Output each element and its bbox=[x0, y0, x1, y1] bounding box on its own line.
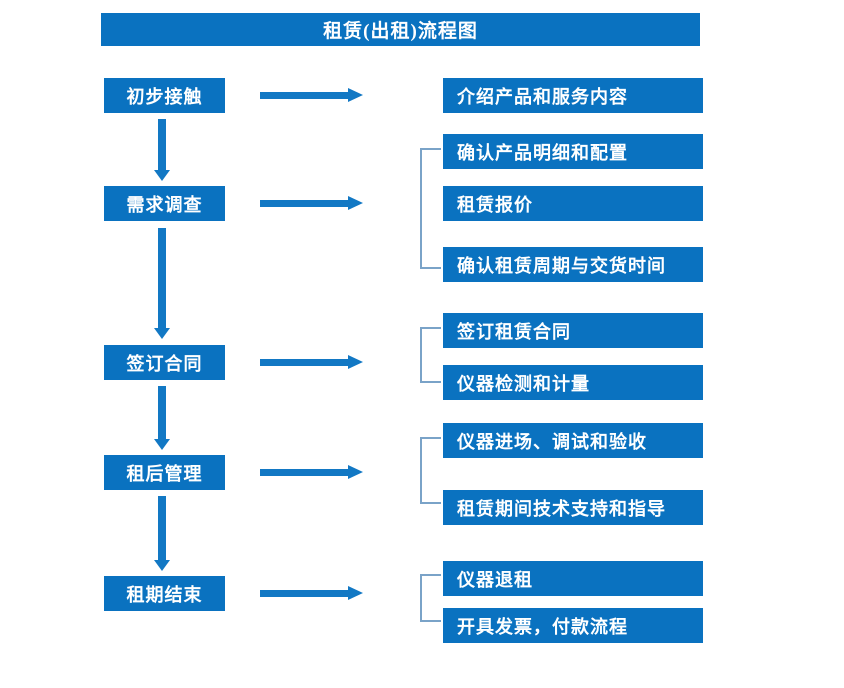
stage-node-5[interactable]: 租期结束 bbox=[104, 576, 225, 611]
arrow-head-icon bbox=[348, 465, 363, 479]
arrow-head-icon bbox=[348, 355, 363, 369]
arrow-shaft bbox=[158, 119, 166, 170]
group-bracket-2 bbox=[420, 148, 441, 269]
detail-node-2-3[interactable]: 确认租赁周期与交货时间 bbox=[443, 247, 703, 282]
detail-node-3-1[interactable]: 签订租赁合同 bbox=[443, 313, 703, 348]
detail-node-4-1[interactable]: 仪器进场、调试和验收 bbox=[443, 423, 703, 458]
arrow-shaft bbox=[260, 590, 350, 597]
flow-arrow-down-1-2 bbox=[154, 119, 170, 181]
group-bracket-3 bbox=[420, 327, 441, 383]
flow-arrow-down-2-3 bbox=[154, 228, 170, 339]
arrow-head-icon bbox=[154, 560, 170, 571]
detail-node-5-1[interactable]: 仪器退租 bbox=[443, 561, 703, 596]
arrow-head-icon bbox=[154, 328, 170, 339]
arrow-shaft bbox=[158, 496, 166, 560]
detail-node-4-2[interactable]: 租赁期间技术支持和指导 bbox=[443, 490, 703, 525]
stage-node-3[interactable]: 签订合同 bbox=[104, 345, 225, 380]
stage-node-4[interactable]: 租后管理 bbox=[104, 455, 225, 490]
arrow-shaft bbox=[260, 359, 350, 366]
arrow-shaft bbox=[260, 92, 350, 99]
diagram-title: 租赁(出租)流程图 bbox=[101, 13, 700, 46]
arrow-shaft bbox=[158, 228, 166, 328]
detail-node-1-1[interactable]: 介绍产品和服务内容 bbox=[443, 78, 703, 113]
flow-arrow-down-4-5 bbox=[154, 496, 170, 571]
detail-arrow-right-1 bbox=[260, 88, 364, 102]
stage-node-1[interactable]: 初步接触 bbox=[104, 78, 225, 113]
flow-arrow-down-3-4 bbox=[154, 386, 170, 450]
arrow-shaft bbox=[260, 200, 350, 207]
detail-arrow-right-3 bbox=[260, 355, 364, 369]
detail-node-2-2[interactable]: 租赁报价 bbox=[443, 186, 703, 221]
arrow-head-icon bbox=[154, 170, 170, 181]
arrow-shaft bbox=[158, 386, 166, 439]
detail-arrow-right-5 bbox=[260, 586, 364, 600]
detail-node-5-2[interactable]: 开具发票，付款流程 bbox=[443, 608, 703, 643]
detail-node-2-1[interactable]: 确认产品明细和配置 bbox=[443, 134, 703, 169]
detail-node-3-2[interactable]: 仪器检测和计量 bbox=[443, 365, 703, 400]
stage-node-2[interactable]: 需求调查 bbox=[104, 186, 225, 221]
arrow-shaft bbox=[260, 469, 350, 476]
group-bracket-4 bbox=[420, 437, 441, 504]
detail-arrow-right-2 bbox=[260, 196, 364, 210]
group-bracket-5 bbox=[420, 574, 441, 622]
arrow-head-icon bbox=[154, 439, 170, 450]
arrow-head-icon bbox=[348, 196, 363, 210]
arrow-head-icon bbox=[348, 586, 363, 600]
detail-arrow-right-4 bbox=[260, 465, 364, 479]
arrow-head-icon bbox=[348, 88, 363, 102]
